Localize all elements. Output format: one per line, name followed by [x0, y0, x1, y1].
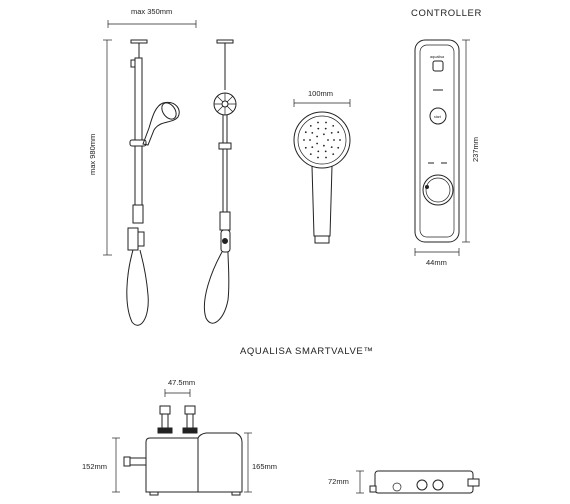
- shower-head-icon: [293, 99, 351, 244]
- nozzle-dot: [323, 133, 325, 136]
- nozzle-dot: [337, 146, 340, 149]
- controller-panel-icon: aqualisa start: [414, 39, 460, 243]
- controller-width-label: 44mm: [426, 258, 447, 267]
- controller-height-label: 237mm: [471, 137, 480, 162]
- nozzle-dot: [317, 127, 320, 130]
- head-diameter-label: 100mm: [308, 89, 333, 98]
- nozzle-dot: [317, 121, 319, 124]
- nozzle-dot: [332, 153, 335, 156]
- nozzle-dot: [316, 135, 318, 138]
- shower-rail-side-icon: [203, 39, 237, 324]
- nozzle-dot: [327, 139, 329, 141]
- valve-top-icon: [369, 470, 480, 494]
- valve-height-b-label: 165mm: [252, 462, 277, 471]
- valve-front-icon: [123, 389, 243, 496]
- nozzle-dot: [304, 146, 307, 149]
- nozzle-dot: [304, 131, 307, 134]
- nozzle-dot: [332, 125, 335, 127]
- nozzle-dot: [330, 132, 333, 134]
- valve-top-dimension: [356, 470, 364, 494]
- nozzle-dot: [317, 156, 319, 159]
- nozzle-dot: [339, 139, 341, 141]
- height-dimension: [103, 39, 112, 256]
- nozzle-dot: [325, 121, 327, 124]
- nozzle-dot: [325, 156, 327, 159]
- nozzle-dot: [333, 139, 335, 141]
- inlet-spacing-label: 47.5mm: [168, 378, 195, 387]
- shower-rail-front-icon: [107, 20, 197, 326]
- nozzle-dot: [337, 131, 340, 134]
- valve-height-a-label: 152mm: [82, 462, 107, 471]
- nozzle-dot: [317, 150, 320, 153]
- nozzle-dot: [324, 150, 327, 153]
- nozzle-dot: [311, 146, 314, 149]
- valve-front-dimensions: [112, 432, 252, 493]
- nozzle-dot: [316, 142, 318, 145]
- controller-brand: aqualisa: [430, 55, 445, 59]
- nozzle-dot: [323, 144, 325, 147]
- nozzle-dot: [330, 146, 333, 149]
- nozzle-dot: [309, 139, 311, 141]
- valve-depth-label: 72mm: [328, 477, 349, 486]
- nozzle-dot: [309, 153, 312, 156]
- max-height-label: max 980mm: [88, 134, 97, 175]
- controller-heading: CONTROLLER: [411, 8, 482, 19]
- nozzle-dot: [309, 125, 312, 127]
- nozzle-dot: [311, 132, 314, 134]
- product-heading: AQUALISA SMARTVALVE™: [240, 346, 373, 357]
- controller-start-label: start: [434, 115, 441, 119]
- controller-dimensions: [414, 39, 470, 256]
- max-width-label: max 350mm: [131, 7, 172, 16]
- nozzle-dot: [303, 139, 305, 141]
- nozzle-dot: [324, 127, 327, 130]
